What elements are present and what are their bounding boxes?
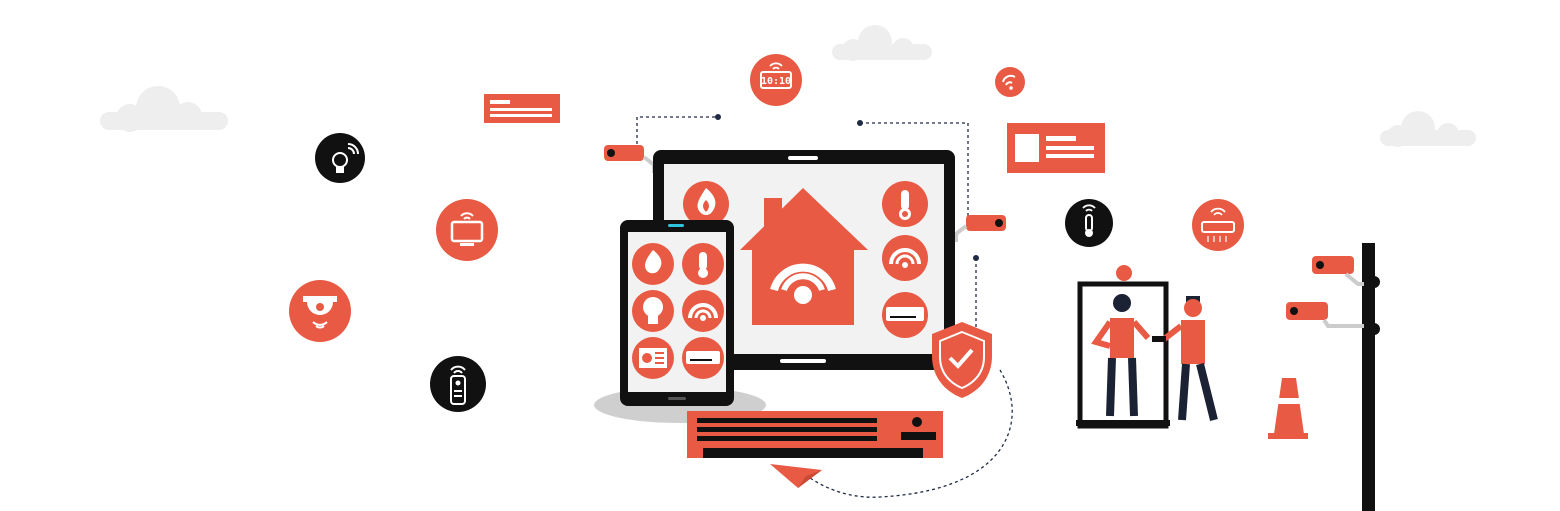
tablet-ac-icon [682, 337, 724, 379]
tablet-thermometer-icon [682, 243, 724, 285]
lightbulb-icon [632, 290, 674, 332]
fire-icon [683, 181, 729, 227]
camera-pole [1362, 243, 1380, 511]
tablet-fire-icon [632, 243, 674, 285]
alarm-clock-icon: 10:10 [750, 54, 802, 106]
security-camera-right-icon [954, 215, 1006, 242]
person-being-scanned [1091, 294, 1151, 417]
info-card-left [484, 94, 560, 123]
traffic-cone-icon [1268, 378, 1308, 439]
cloud-top [832, 25, 932, 61]
thermometer-icon [882, 181, 928, 227]
tv-wifi-icon [436, 199, 498, 261]
cloud-left [100, 86, 228, 132]
cloud-right [1380, 111, 1476, 147]
air-conditioner-icon [882, 292, 928, 338]
wifi-signal-icon [882, 235, 928, 281]
clock-time: 10:10 [761, 76, 791, 87]
ac-wifi-icon [1192, 199, 1244, 251]
doorbell-camera-icon [289, 280, 351, 342]
remote-wifi-icon [430, 356, 486, 412]
smart-home-icon [740, 188, 868, 325]
tablet-wifi-icon [682, 290, 724, 332]
metal-detector-icon [1076, 265, 1170, 429]
shield-check-icon [932, 322, 992, 398]
thermostat-dark-icon [1065, 199, 1113, 247]
pole-camera-top-icon [1312, 256, 1364, 286]
control-panel-icon [632, 337, 674, 379]
bulb-wifi-icon [315, 133, 365, 183]
wifi-small-icon [995, 67, 1025, 97]
info-card-right [1007, 123, 1105, 173]
pole-camera-bottom-icon [1286, 302, 1364, 328]
security-camera-icon [604, 145, 656, 173]
security-guard [1152, 296, 1218, 421]
paper-plane-icon [770, 464, 822, 488]
keyboard-router [687, 411, 943, 458]
